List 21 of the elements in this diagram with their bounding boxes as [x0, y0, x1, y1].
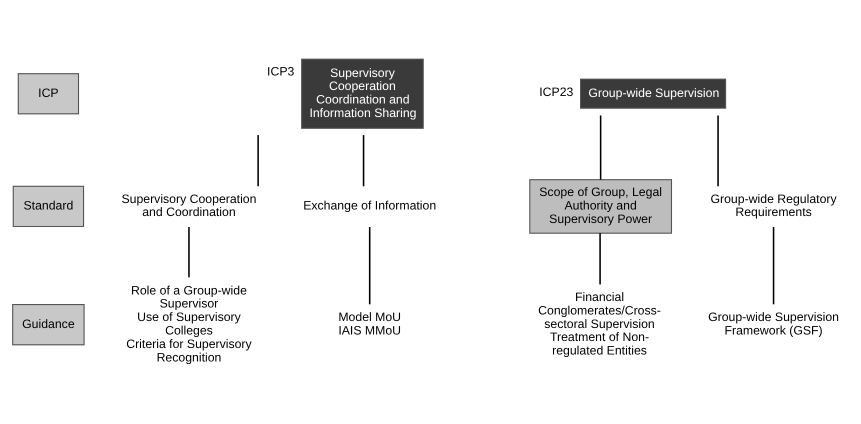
node-text: Supervisory Cooperation and Coordination	[121, 192, 256, 220]
connector	[257, 135, 259, 186]
connector	[368, 227, 370, 304]
node-label: ICP23	[539, 84, 574, 99]
connector	[599, 233, 601, 284]
node-box: Scope of Group, Legal Authority and Supervisory Power	[529, 179, 672, 234]
node-text: Financial Conglomerates/Cross-sectoral Supervision Treatment of Non-regulated Entities	[538, 290, 661, 358]
connector	[772, 227, 774, 304]
node-box: Guidance	[12, 304, 85, 346]
connector	[717, 115, 719, 186]
node-text: Role of a Group-wide Supervisor Use of Supervisory Colleges Criteria for Supervisory Recognition	[126, 283, 252, 364]
node-text: Group-wide Supervision Framework (GSF)	[708, 310, 840, 338]
connector	[362, 135, 364, 186]
connector	[600, 115, 602, 180]
connector	[188, 227, 190, 278]
node-text: Exchange of Information	[303, 198, 436, 213]
node-label: ICP3	[267, 64, 294, 79]
node-box: ICP	[18, 73, 80, 114]
node-box: Standard	[12, 186, 84, 228]
node-text: Group-wide Regulatory Requirements	[710, 192, 837, 220]
node-text: Model MoU IAIS MMoU	[338, 310, 402, 338]
